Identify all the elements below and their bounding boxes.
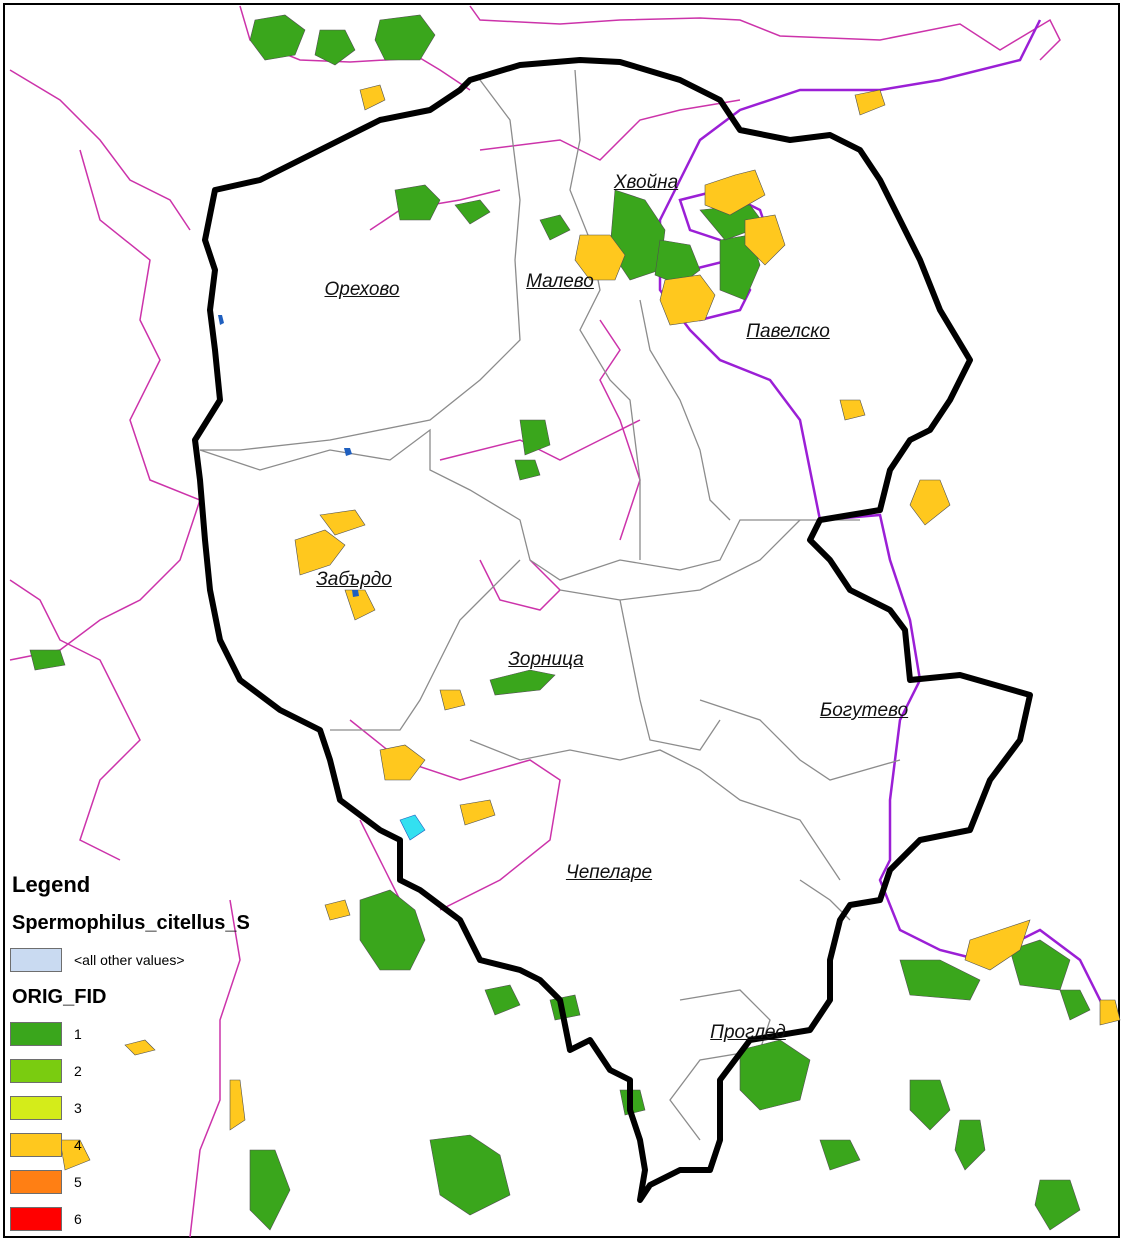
legend-swatch [10, 1206, 62, 1231]
legend-label: 4 [74, 1136, 82, 1153]
pond [344, 448, 352, 456]
place-label-progled: Проглед [710, 1022, 786, 1043]
legend-swatch [10, 1095, 62, 1120]
water-bodies [218, 315, 426, 841]
legend-field-name: ORIG_FID [12, 986, 107, 1008]
legend-row-class: 6 [10, 1200, 330, 1237]
map-legend: Legend Spermophilus_citellus_S <all othe… [10, 872, 330, 1237]
reservoir [399, 814, 426, 841]
map-frame-border [3, 3, 1120, 1238]
place-label-chepelare: Чепеларе [565, 862, 653, 883]
place-label-zabardo: Забърдо [316, 569, 392, 590]
legend-swatch [10, 947, 62, 972]
legend-row-other-values: <all other values> [10, 941, 330, 978]
legend-label: 6 [74, 1210, 82, 1227]
legend-swatch [10, 1058, 62, 1083]
place-label-orehovo: Орехово [324, 279, 400, 300]
legend-swatch [10, 1132, 62, 1157]
legend-swatch [10, 1021, 62, 1046]
legend-row-class: 5 [10, 1163, 330, 1200]
study-area-boundary [192, 57, 1033, 1203]
place-label-pavelsko: Павелско [746, 321, 830, 342]
pond [352, 590, 359, 597]
protected-area-boundary [658, 19, 1112, 1021]
legend-label: 5 [74, 1173, 82, 1190]
habitat-patches-class-4 [59, 84, 1121, 1171]
place-label-zornitsa: Зорница [508, 649, 584, 670]
legend-row-class: 3 [10, 1089, 330, 1126]
pond [218, 315, 224, 325]
legend-row-class: 4 [10, 1126, 330, 1163]
place-label-malevo: Малево [526, 271, 594, 292]
village-boundaries [199, 69, 901, 1141]
legend-label: 1 [74, 1025, 82, 1042]
legend-label: <all other values> [74, 951, 185, 968]
legend-title: Legend [12, 872, 91, 897]
place-label-hvoyna: Хвойна [613, 172, 679, 193]
legend-label: 2 [74, 1062, 82, 1079]
legend-label: 3 [74, 1099, 82, 1116]
legend-row-class: 1 [10, 1015, 330, 1052]
legend-swatch [10, 1169, 62, 1194]
legend-row-class: 2 [10, 1052, 330, 1089]
municipal-boundaries [9, 5, 1061, 1238]
place-label-bogutevo: Богутево [819, 700, 909, 721]
legend-layer-name: Spermophilus_citellus_S [12, 912, 250, 934]
